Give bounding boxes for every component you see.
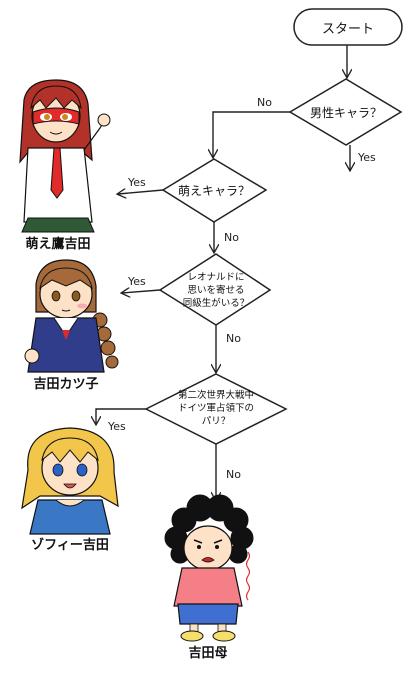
decision-moe-character: 萌えキャラ？	[161, 158, 268, 223]
character-sophie-yoshida	[21, 427, 119, 535]
q4-no-label: No	[226, 468, 241, 481]
start-label: スタート	[322, 22, 374, 37]
result-moe-taka-yoshida: 萌え鷹吉田	[25, 236, 90, 252]
result-yoshida-mother: 吉田母	[188, 646, 227, 661]
arrow-q4-yes	[96, 408, 146, 424]
decision-male-character: 男性キャラ？	[288, 78, 403, 146]
character-yoshida-katsuko	[24, 259, 119, 373]
decision-ww2-paris: 第二次世界大戦中 ドイツ軍占領下の パリ？	[144, 373, 288, 445]
result-yoshida-katsuko: 吉田カツ子	[33, 377, 98, 392]
arrow-q3-yes	[122, 290, 161, 293]
q3-line-3: 同級生がいる？	[183, 297, 250, 309]
character-yoshida-mother	[164, 494, 254, 642]
decision-leonardo-classmate: レオナルドに 思いを寄せる 同級生がいる？	[158, 253, 272, 326]
q2-yes-label: Yes	[127, 176, 146, 189]
start-node: スタート	[293, 8, 403, 46]
arrow-q1-no	[213, 111, 290, 157]
q3-line-1: レオナルドに	[187, 272, 244, 283]
q1-yes-label: Yes	[357, 151, 376, 164]
start-terminator-shape	[293, 8, 403, 46]
q4-line-1: 第二次世界大戦中	[178, 389, 254, 401]
q1-text: 男性キャラ？	[310, 106, 382, 120]
character-moe-taka-yoshida	[19, 79, 111, 233]
q4-line-3: パリ？	[202, 416, 231, 427]
q4-yes-label: Yes	[107, 420, 126, 433]
q1-no-label: No	[257, 96, 272, 109]
result-sophie-yoshida: ゾフィー吉田	[31, 537, 109, 553]
q3-line-2: 思いを寄せる	[187, 284, 244, 296]
q2-no-label: No	[224, 231, 239, 244]
q1-diamond	[288, 78, 403, 146]
q2-text: 萌えキャラ？	[178, 184, 250, 198]
arrow-q2-yes	[118, 190, 164, 194]
q3-yes-label: Yes	[127, 275, 146, 288]
q3-no-label: No	[226, 332, 241, 345]
q4-line-2: ドイツ軍占領下の	[178, 402, 254, 414]
